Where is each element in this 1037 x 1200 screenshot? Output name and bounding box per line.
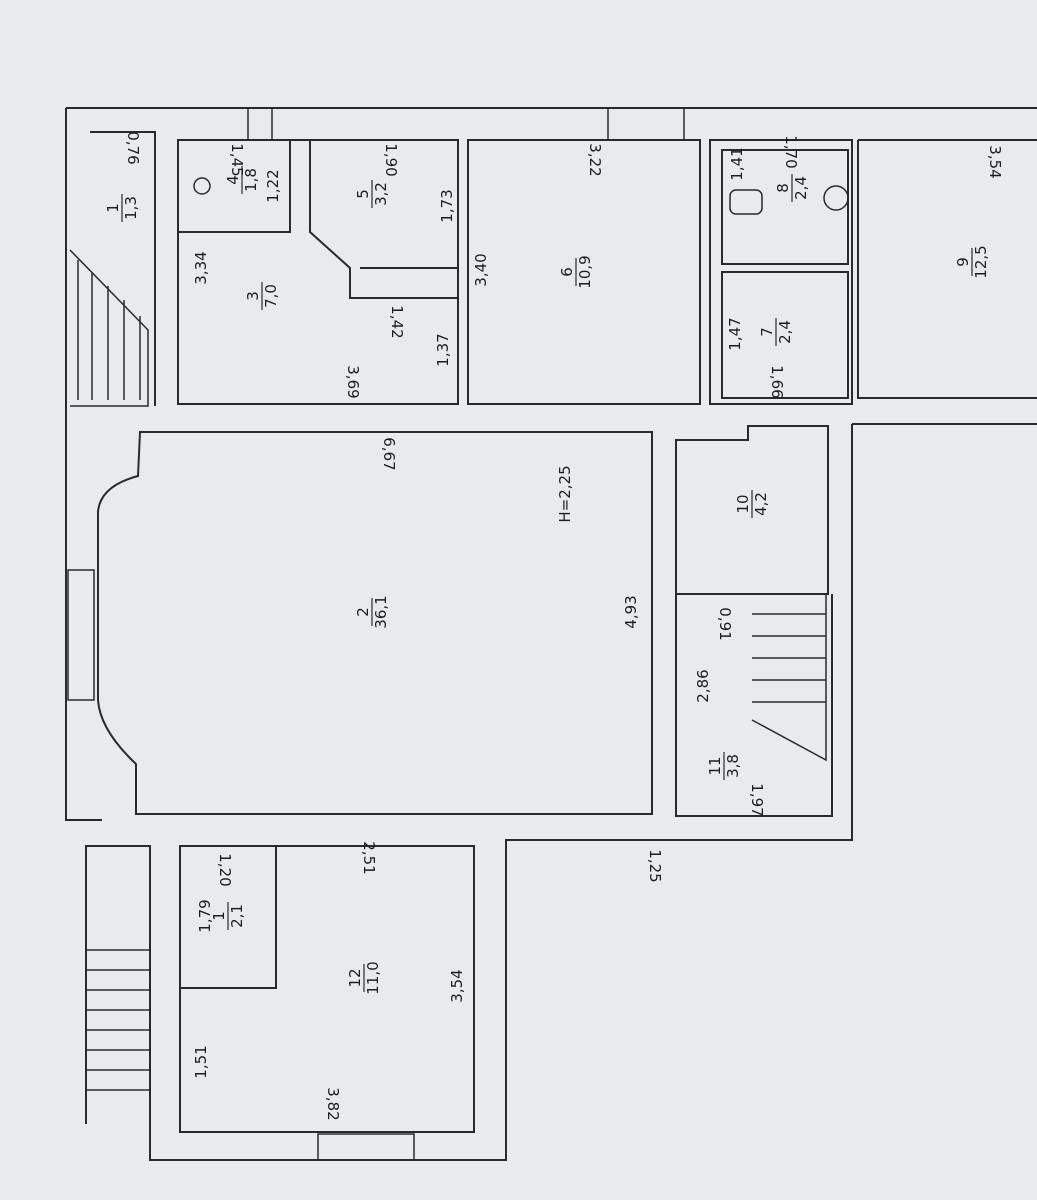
dimension-dH: H=2,25	[556, 465, 574, 522]
room-area: 36,1	[372, 595, 390, 628]
room-area: 12,5	[972, 245, 990, 278]
room-number: 8	[774, 183, 792, 193]
room-number: 4	[224, 175, 242, 185]
dimension-d120: 1,20	[216, 853, 234, 886]
room-area: 2,4	[792, 176, 810, 200]
dimension-d340: 3,40	[472, 253, 490, 286]
room-9-wall	[857, 139, 1037, 399]
window-room-2	[67, 569, 95, 701]
room-area: 3,8	[724, 754, 742, 778]
room-number: 7	[758, 327, 776, 337]
wall-block-rooms-3-5	[177, 139, 459, 405]
room-number: 12	[346, 968, 364, 987]
room-number: 1	[104, 203, 122, 213]
walls	[65, 107, 1037, 1161]
room-area: 2,1	[228, 904, 246, 928]
stairs-lower-left	[86, 949, 150, 1091]
room-8-wall	[721, 149, 849, 265]
room-number: 10	[734, 494, 752, 513]
sink-icon	[823, 185, 849, 211]
room-1-lower-wall	[180, 845, 277, 989]
room-7-wall	[721, 271, 849, 399]
dimension-d354: 3,54	[448, 969, 466, 1002]
dimension-d141: 1,41	[728, 147, 746, 180]
dimension-d091: 0,91	[716, 607, 734, 640]
dimension-d667: 6,67	[380, 437, 398, 470]
dimension-d179: 1,79	[196, 899, 214, 932]
window-room-4	[247, 107, 273, 141]
dimension-d170: 1,70	[782, 135, 800, 168]
dimension-d382: 3,82	[324, 1087, 342, 1120]
room-number: 1	[210, 911, 228, 921]
outer-wall-outline	[65, 107, 1037, 821]
room-11-wall	[675, 594, 833, 817]
stair-hall-wall	[90, 131, 156, 406]
room-4-wall	[178, 139, 291, 233]
toilet-icon	[729, 189, 763, 215]
dimension-d173: 1,73	[438, 189, 456, 222]
room-area: 11,0	[364, 961, 382, 994]
room-area: 4,2	[752, 492, 770, 516]
dimension-d076: 0,76	[124, 131, 142, 164]
dimension-d166: 1,66	[768, 365, 786, 398]
room-5-wall	[309, 140, 459, 299]
dimension-d190: 1,90	[382, 143, 400, 176]
dimension-d251: 2,51	[360, 841, 378, 874]
dimension-d137: 1,37	[434, 333, 452, 366]
windows	[67, 107, 685, 1161]
dimension-d147: 1,47	[726, 317, 744, 350]
room-area: 1,8	[242, 168, 260, 192]
dimension-d322: 3,22	[586, 143, 604, 176]
room-number: 11	[706, 756, 724, 775]
window-room-12	[317, 1133, 415, 1161]
room-number: 6	[558, 267, 576, 277]
stairs-upper-left	[69, 249, 149, 407]
dimension-d125: 1,25	[646, 849, 664, 882]
room-number: 9	[954, 257, 972, 267]
room-12-wall	[179, 845, 475, 1133]
dimension-d122: 1,22	[264, 169, 282, 202]
window-room-6	[607, 107, 685, 141]
room-number: 3	[244, 291, 262, 301]
room-area: 10,9	[576, 255, 594, 288]
dimension-d493: 4,93	[622, 595, 640, 628]
staircases	[69, 249, 827, 1091]
room-area: 7,0	[262, 284, 280, 308]
room-2-wall	[97, 431, 653, 815]
room-number: 5	[354, 189, 372, 199]
dimension-d369: 3,69	[344, 365, 362, 398]
light-icon	[193, 177, 211, 195]
room-area: 2,4	[776, 320, 794, 344]
dimension-d145: 1,45	[228, 143, 246, 176]
wet-block-wall	[709, 139, 853, 405]
dimension-d197: 1,97	[748, 783, 766, 816]
room-area: 3,2	[372, 182, 390, 206]
room-number: 2	[354, 607, 372, 617]
dimension-d151: 1,51	[192, 1045, 210, 1078]
stairs-room-11	[751, 593, 827, 762]
dimension-d286: 2,86	[694, 669, 712, 702]
dimension-d334: 3,34	[192, 251, 210, 284]
dimension-d142: 1,42	[388, 305, 406, 338]
room-area: 1,3	[122, 196, 140, 220]
dimension-d354top: 3,54	[986, 145, 1004, 178]
fixtures	[193, 177, 849, 215]
